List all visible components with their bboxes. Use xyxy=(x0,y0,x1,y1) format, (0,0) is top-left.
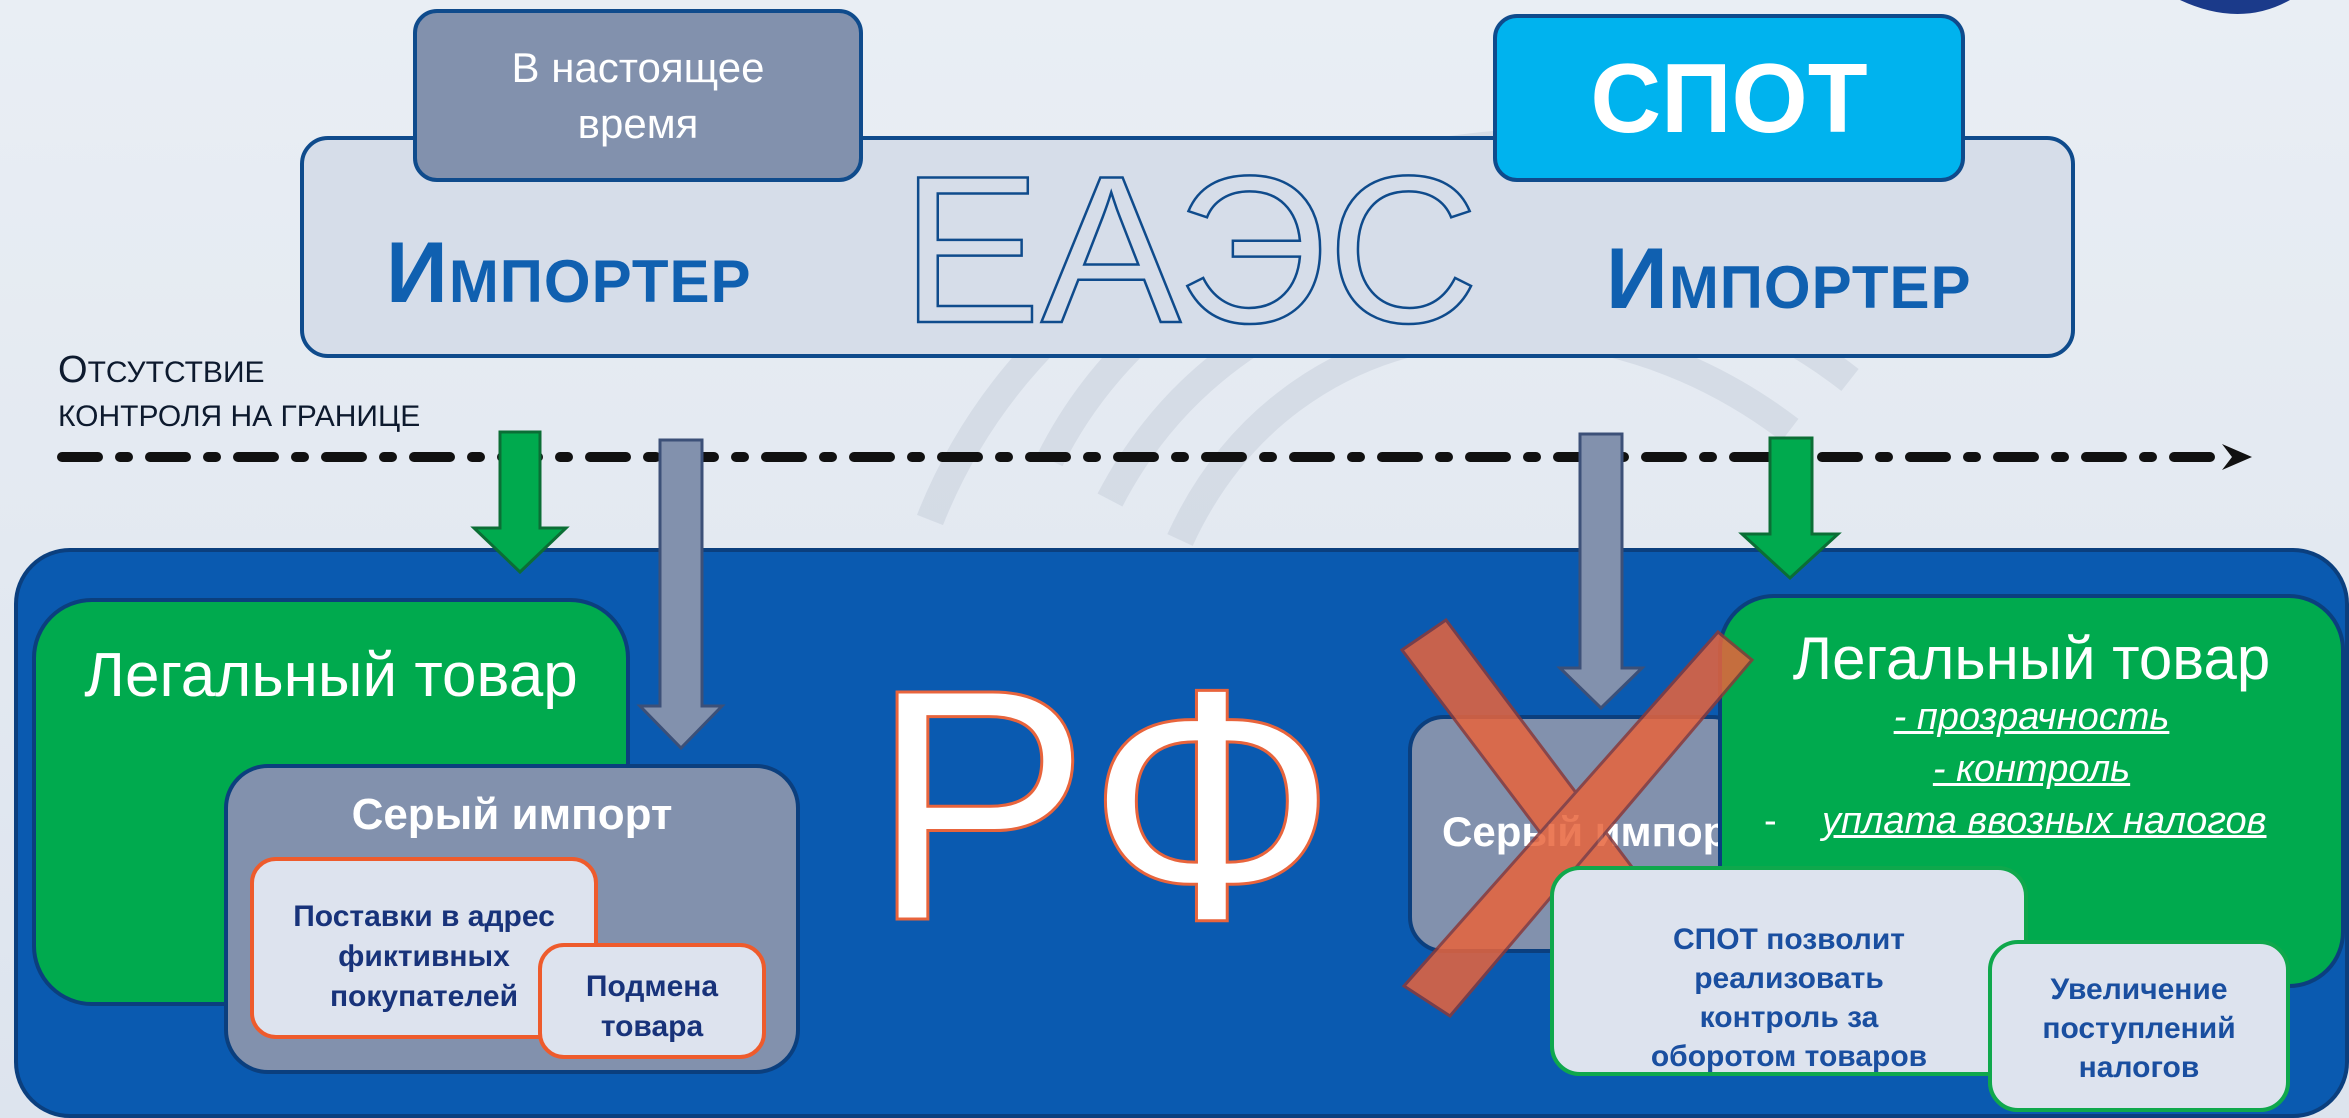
importer-right: ИМПОРТЕР xyxy=(1606,230,1972,329)
spot-label: СПОТ xyxy=(1590,42,1868,153)
eaes-outline-text: ЕАЭС xyxy=(900,150,1481,330)
grey-import-left-title: Серый импорт xyxy=(351,790,673,839)
tax-increase-card-front: Увеличение поступлений налогов xyxy=(1988,940,2290,1112)
importer-left-first: И xyxy=(386,225,449,321)
border-label: ОТСУТСТВИЕ КОНТРОЛЯ НА ГРАНИЦЕ xyxy=(58,348,420,439)
bullet-control: - контроль xyxy=(1932,748,2131,790)
border-line xyxy=(57,444,2252,470)
spot-tab: СПОТ xyxy=(1493,14,1965,182)
rf-label: РФ xyxy=(869,620,1339,989)
bullet-dash: - xyxy=(1764,800,1777,842)
arrowhead-icon xyxy=(2222,444,2252,470)
goods-substitution-card: Подмена товара xyxy=(538,943,766,1059)
eaes-label: ЕАЭС xyxy=(901,150,1479,330)
importer-right-first: И xyxy=(1606,231,1669,327)
spot-control-card-front: СПОТ позволит реализовать контроль за об… xyxy=(1550,866,2028,1076)
bullet-import-taxes: уплата ввозных налогов xyxy=(1822,800,2267,842)
importer-left-rest: МПОРТЕР xyxy=(448,248,752,315)
border-label-line1: ОТСУТСТВИЕ xyxy=(58,349,265,391)
fictitious-buyers-card: Поставки в адрес фиктивных покупателей xyxy=(250,857,598,1039)
grey-import-right-title: Серый импорт xyxy=(1442,808,1732,855)
legal-goods-left-title: Легальный товар xyxy=(84,641,578,710)
importer-right-rest: МПОРТЕР xyxy=(1668,254,1972,321)
bullet-transparency: - прозрачность xyxy=(1893,696,2170,738)
importer-left: ИМПОРТЕР xyxy=(386,224,752,323)
border-label-line2: КОНТРОЛЯ НА ГРАНИЦЕ xyxy=(58,400,421,433)
logo-fragment-icon xyxy=(2180,0,2290,14)
now-label: В настоящее время xyxy=(511,43,765,147)
legal-goods-right-title: Легальный товар xyxy=(1792,625,2271,692)
now-tab: В настоящее время xyxy=(413,9,863,182)
